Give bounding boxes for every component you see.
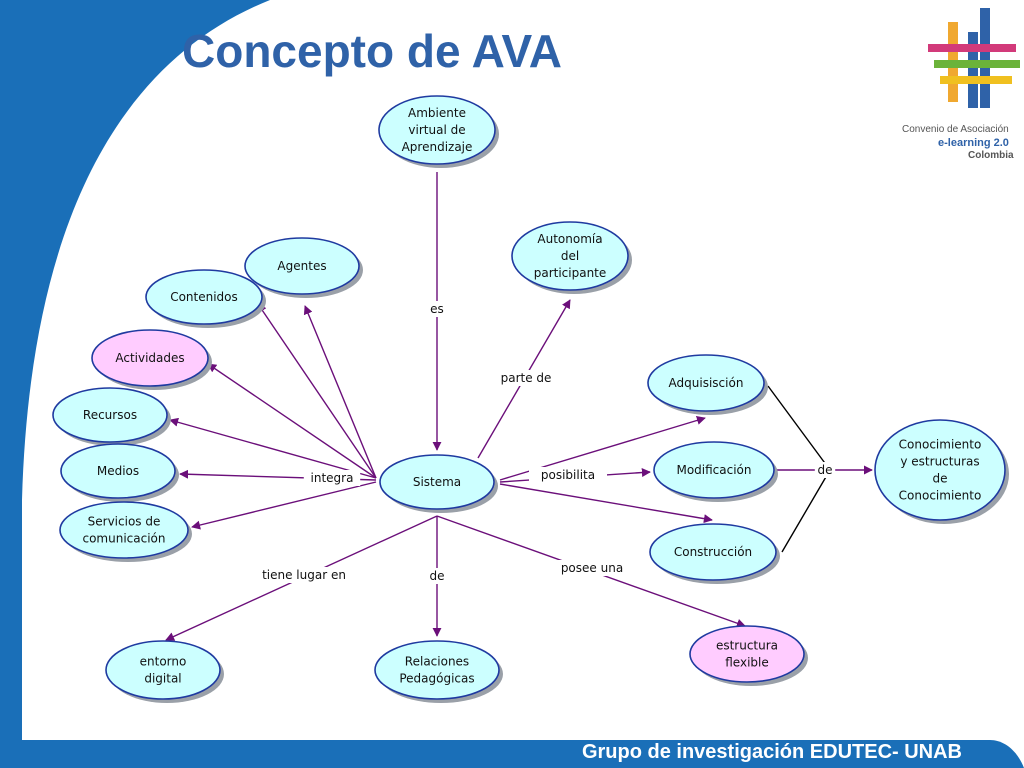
node-label: Recursos [83, 408, 137, 422]
node-contenidos: Contenidos [145, 269, 266, 328]
node-label: Servicios de [88, 515, 161, 529]
edge-sistema-servicios [191, 481, 377, 530]
node-ellipse [647, 354, 765, 412]
node-ellipse [649, 523, 777, 581]
node-label: de [933, 472, 948, 486]
node-label: virtual de [408, 123, 465, 137]
node-label: Relaciones [405, 655, 469, 669]
link-label-bg [529, 467, 607, 483]
link-label-integra: integra [311, 471, 354, 485]
edge-sistema-construccion [499, 483, 713, 524]
logo-line-3: Colombia [968, 150, 1014, 161]
link-labels-group: es parte de integra posibilita de tiene lugar… [250, 301, 836, 584]
node-ellipse [511, 221, 629, 291]
node-label: comunicación [82, 532, 165, 546]
node-agentes: Agentes [244, 237, 363, 298]
node-ellipse [653, 441, 775, 499]
slide-title: Concepto de AVA [182, 25, 562, 77]
link-label-bg [556, 560, 628, 576]
node-ellipse [105, 640, 221, 700]
node-ellipse [145, 269, 263, 325]
link-label-bg [426, 568, 448, 584]
node-ellipse [874, 419, 1006, 521]
node-label: Adquisisción [669, 376, 744, 390]
footer-text: Grupo de investigación EDUTEC- UNAB [581, 741, 962, 763]
link-label-bg [814, 462, 836, 478]
left-blue-swoosh [0, 0, 270, 768]
node-ellipse [689, 625, 805, 683]
link-label-parte_de: parte de [501, 371, 552, 385]
node-label: Construcción [674, 545, 752, 559]
node-label: Pedagógicas [399, 672, 474, 686]
logo-line-1: Convenio de Asociación [902, 124, 1009, 135]
node-sistema: Sistema [379, 454, 498, 513]
node-label: Contenidos [170, 290, 238, 304]
node-label: Conocimiento [899, 489, 982, 503]
node-label: y estructuras [900, 455, 979, 469]
node-estructura: estructura flexible [689, 625, 808, 686]
edge-sistema-recursos [169, 417, 377, 479]
node-label: Agentes [277, 259, 326, 273]
node-label: participante [534, 266, 607, 280]
node-actividades: Actividades [91, 329, 212, 390]
node-label: Sistema [413, 475, 461, 489]
organization-logo: Convenio de Asociación e-learning 2.0 Co… [898, 4, 1024, 164]
edge-sistema-actividades [207, 363, 377, 479]
node-entorno: entorno digital [105, 640, 224, 703]
node-ambiente: Ambiente virtual de Aprendizaje [378, 95, 499, 168]
link-label-posibilita: posibilita [541, 468, 595, 482]
node-label: Ambiente [408, 106, 466, 120]
node-ellipse [378, 95, 496, 165]
node-ellipse [244, 237, 360, 295]
node-recursos: Recursos [52, 387, 171, 446]
node-ellipse [60, 443, 176, 499]
node-ellipse [52, 387, 168, 443]
node-label: Autonomía [537, 232, 602, 246]
node-label: del [561, 249, 579, 263]
node-ellipse [59, 501, 189, 559]
node-adquisicion: Adquisisción [647, 354, 768, 415]
logo-line-2: e-learning 2.0 [938, 137, 1009, 149]
link-label-bg [303, 470, 361, 486]
link-label-bg [250, 567, 358, 583]
node-label: Conocimiento [899, 438, 982, 452]
node-autonomia: Autonomía del participante [511, 221, 632, 294]
footer-bar [18, 740, 1024, 768]
node-ellipse [374, 640, 500, 700]
link-label-es: es [430, 302, 444, 316]
node-label: Actividades [115, 351, 184, 365]
node-label: entorno [140, 655, 187, 669]
edge-sistema-agentes [303, 305, 377, 479]
link-label-tiene_lugar_en: tiene lugar en [262, 568, 346, 582]
link-label-de_conocimiento: de [818, 463, 833, 477]
edge-sistema-contenidos [257, 303, 377, 479]
link-label-bg [494, 370, 558, 386]
woven-ribbons-logo-icon [928, 8, 1020, 108]
node-label: flexible [725, 656, 769, 670]
node-label: Medios [97, 464, 139, 478]
node-ellipse [379, 454, 495, 510]
link-label-de_relaciones: de [430, 569, 445, 583]
node-modificacion: Modificación [653, 441, 778, 502]
link-label-bg [426, 301, 448, 317]
node-servicios: Servicios de comunicación [59, 501, 192, 562]
node-label: estructura [716, 639, 778, 653]
node-construccion: Construcción [649, 523, 780, 584]
node-label: Modificación [676, 463, 751, 477]
node-ellipse [91, 329, 209, 387]
node-label: Aprendizaje [402, 140, 473, 154]
link-label-posee_una: posee una [561, 561, 623, 575]
node-label: digital [144, 672, 181, 686]
node-medios: Medios [60, 443, 179, 502]
